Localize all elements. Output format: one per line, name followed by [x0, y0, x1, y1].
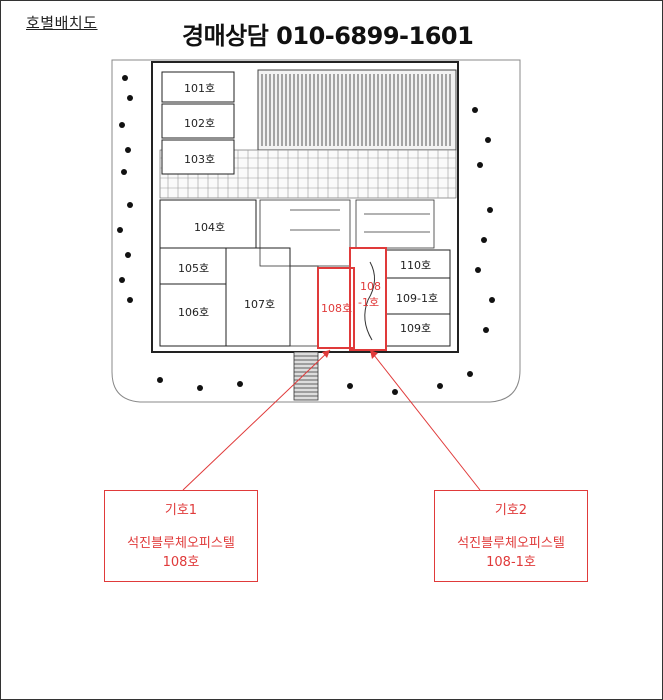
site-outline: [111, 59, 521, 403]
tree-mark: [157, 377, 163, 383]
unit-label-109-1: 109-1호: [396, 292, 439, 305]
unit-107-room: [225, 247, 291, 347]
unit-109-room: [385, 313, 451, 347]
tree-mark: [117, 227, 123, 233]
unit-101-room: [161, 71, 235, 103]
callout-1-unit: 108호: [162, 555, 200, 570]
leader-arrow-1: [322, 350, 330, 358]
unit-label-110: 110호: [400, 259, 432, 272]
unit-label-108: 108호: [321, 302, 353, 315]
callout-1-building: 석진블루체오피스텔: [127, 536, 235, 551]
unit-label-104: 104호: [194, 221, 226, 234]
unit-102-room: [161, 103, 235, 139]
unit-label-105: 105호: [178, 262, 210, 275]
tree-mark: [392, 389, 398, 395]
unit-105-room: [159, 247, 227, 285]
callout-2-symbol: 기호2: [494, 503, 528, 518]
tree-mark: [119, 122, 125, 128]
unit-label-109: 109호: [400, 322, 432, 335]
tree-mark: [127, 297, 133, 303]
tree-mark: [125, 147, 131, 153]
tree-mark: [483, 327, 489, 333]
tree-mark: [127, 202, 133, 208]
tree-mark: [485, 137, 491, 143]
entrance-stair: [293, 351, 319, 401]
tree-mark: [197, 385, 203, 391]
unit-label-106: 106호: [178, 306, 210, 319]
unit-label-108-1-top: 108: [360, 280, 381, 293]
unit-label-108-1-bottom: -1호: [358, 296, 380, 309]
unit-106-room: [159, 283, 227, 347]
unit-label-103: 103호: [184, 153, 216, 166]
tree-mark: [481, 237, 487, 243]
tree-mark: [119, 277, 125, 283]
tree-mark: [487, 207, 493, 213]
callout-box-2: 기호2 석진블루체오피스텔 108-1호: [434, 490, 588, 582]
parking-area: [257, 69, 457, 151]
unit-104-room: [159, 199, 257, 249]
tree-mark: [127, 95, 133, 101]
landscape-trees: [117, 75, 495, 395]
tree-mark: [489, 297, 495, 303]
page-title: 호별배치도: [26, 14, 98, 32]
tree-mark: [125, 252, 131, 258]
unit-108-highlight: [317, 267, 355, 349]
tree-mark: [477, 162, 483, 168]
leader-line-1: [182, 349, 331, 491]
callout-1-symbol: 기호1: [164, 503, 198, 518]
unit-label-102: 102호: [184, 117, 216, 130]
tree-mark: [347, 383, 353, 389]
tree-mark: [122, 75, 128, 81]
callout-box-1: 기호1 석진블루체오피스텔 108호: [104, 490, 258, 582]
leader-arrow-2: [370, 350, 378, 359]
tree-mark: [472, 107, 478, 113]
leader-line-2: [369, 349, 481, 491]
tree-mark: [467, 371, 473, 377]
unit-label-107: 107호: [244, 298, 276, 311]
watermark-phone: 경매상담 010-6899-1601: [182, 22, 474, 50]
unit-103-room: [161, 139, 235, 175]
core-area: [259, 199, 435, 347]
callout-2-building: 석진블루체오피스텔: [457, 536, 565, 551]
tree-mark: [437, 383, 443, 389]
unit-label-101: 101호: [184, 82, 216, 95]
tree-mark: [475, 267, 481, 273]
unit-108-1-highlight: [349, 247, 387, 351]
curved-wall: [364, 261, 375, 341]
tree-mark: [237, 381, 243, 387]
tree-mark: [121, 169, 127, 175]
callout-2-unit: 108-1호: [486, 555, 536, 570]
